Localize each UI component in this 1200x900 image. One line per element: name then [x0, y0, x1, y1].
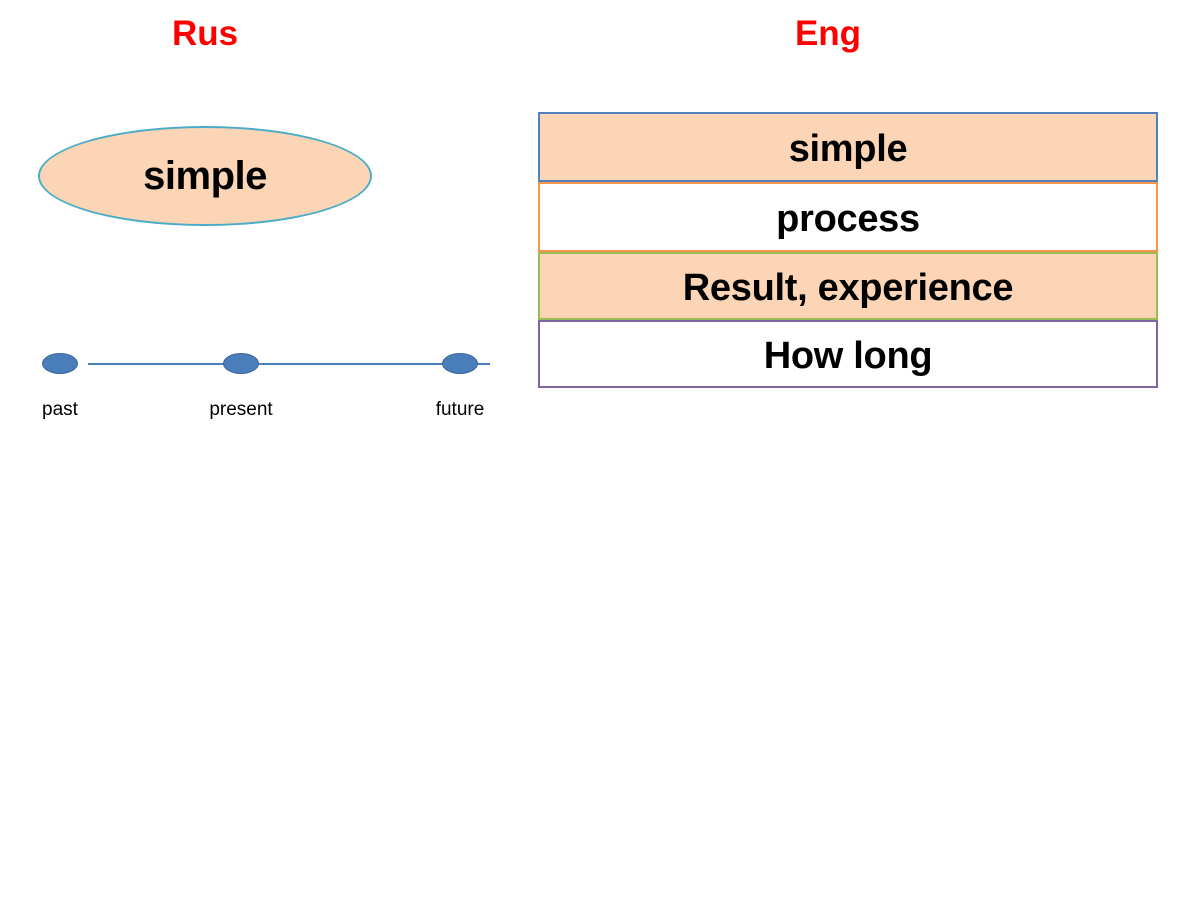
table-row: Result, experience: [538, 252, 1158, 320]
timeline-node-present: [223, 353, 259, 374]
table-row: process: [538, 182, 1158, 252]
timeline-node-future: [442, 353, 478, 374]
timeline-label-future: future: [435, 399, 485, 420]
table-row-label: How long: [763, 335, 933, 377]
timeline-node-past: [42, 353, 78, 374]
timeline-axis-line: [88, 363, 490, 365]
ellipse-shape-icon: [38, 126, 372, 226]
column-heading-eng: Eng: [794, 14, 862, 53]
table-row-label: simple: [788, 128, 908, 170]
table-row: simple: [538, 112, 1158, 182]
table-row-label: Result, experience: [682, 267, 1014, 309]
table-row: How long: [538, 320, 1158, 388]
rus-timeline: past present future: [30, 348, 510, 428]
eng-tense-table: simple process Result, experience How lo…: [538, 112, 1158, 388]
ellipse-label: simple: [143, 153, 267, 198]
table-row-label: process: [776, 198, 920, 240]
timeline-label-present: present: [209, 399, 273, 420]
rus-simple-ellipse: simple: [38, 126, 372, 226]
timeline-label-past: past: [42, 399, 78, 420]
column-heading-rus: Rus: [171, 14, 239, 53]
